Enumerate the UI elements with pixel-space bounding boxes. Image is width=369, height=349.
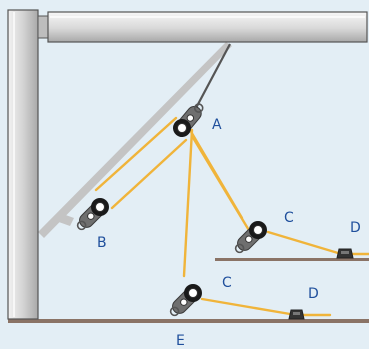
mast: [7, 9, 39, 320]
label-b: B: [97, 235, 107, 251]
label-a: A: [212, 117, 222, 133]
boom-bail-wire: [195, 43, 231, 109]
cleat-d-upper: [336, 248, 354, 259]
label-e: E: [176, 333, 185, 349]
block-c-upper: [229, 216, 272, 259]
label-d-lower: D: [308, 286, 319, 302]
gooseneck-fitting: [37, 15, 49, 39]
control-lines: [94, 116, 369, 317]
deck-line: [8, 319, 369, 323]
label-c-lower: C: [222, 275, 232, 291]
vang-strut-foot: [56, 213, 74, 226]
label-c-upper: C: [284, 210, 294, 226]
vang-strut: [38, 42, 232, 238]
label-d-upper: D: [350, 220, 361, 236]
block-c-lower: [164, 279, 207, 322]
side-deck-line: [215, 258, 369, 261]
cleat-d-lower: [288, 309, 305, 320]
